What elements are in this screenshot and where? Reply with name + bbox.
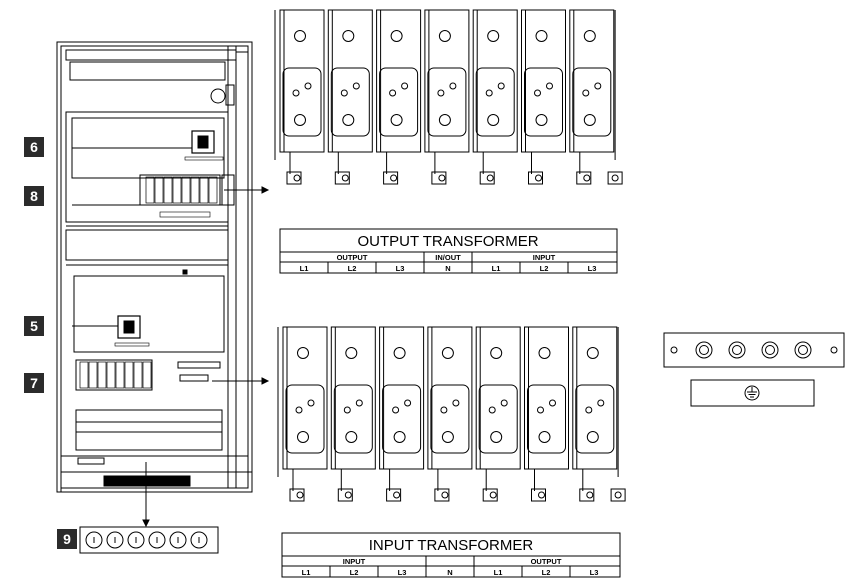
svg-text:8: 8 <box>30 188 38 204</box>
input-transformer-busbar <box>379 326 425 502</box>
terminal-label: L1 <box>300 264 309 273</box>
svg-text:6: 6 <box>30 139 38 155</box>
svg-text:5: 5 <box>30 318 38 334</box>
input-transformer-table: INPUT TRANSFORMER INPUT OUTPUT L1 L2 L3 … <box>281 532 621 578</box>
input-transformer-busbar <box>572 326 618 502</box>
output-transformer-busbar <box>279 9 325 185</box>
ground-label-box <box>690 379 815 407</box>
output-transformer-terminal-block <box>274 9 623 185</box>
output-transformer-busbar <box>327 9 373 185</box>
group-label: OUTPUT <box>531 557 562 566</box>
terminal-label: L1 <box>492 264 501 273</box>
callout-badge-8: 8 <box>24 186 44 206</box>
pointer-arrows <box>72 147 270 528</box>
output-transformer-title: OUTPUT TRANSFORMER <box>357 233 538 250</box>
output-transformer-busbar <box>569 9 615 185</box>
group-label: OUTPUT <box>337 253 368 262</box>
terminal-label: L1 <box>494 568 503 577</box>
terminal-label: L3 <box>396 264 405 273</box>
terminal-strip-9 <box>79 526 219 554</box>
callout-badge-6: 6 <box>24 137 44 157</box>
output-transformer-end-clip <box>607 171 623 185</box>
svg-text:9: 9 <box>63 531 71 547</box>
terminal-label: L2 <box>540 264 549 273</box>
input-transformer-busbar <box>282 326 328 502</box>
group-label: INPUT <box>533 253 556 262</box>
input-transformer-busbar <box>475 326 521 502</box>
input-transformer-title: INPUT TRANSFORMER <box>369 537 534 554</box>
terminal-label: L3 <box>398 568 407 577</box>
callout-badge-9: 9 <box>57 529 77 549</box>
svg-text:7: 7 <box>30 375 38 391</box>
terminal-label: N <box>445 264 450 273</box>
terminal-label: L2 <box>348 264 357 273</box>
terminal-label: N <box>447 568 452 577</box>
cabinet-terminal-detail <box>79 176 218 389</box>
input-transformer-end-clip <box>610 488 626 502</box>
terminal-label: L3 <box>588 264 597 273</box>
output-transformer-busbar <box>424 9 470 185</box>
group-label: INPUT <box>343 557 366 566</box>
output-transformer-table: OUTPUT TRANSFORMER OUTPUT IN/OUT INPUT L… <box>279 228 618 274</box>
output-transformer-busbar <box>472 9 518 185</box>
callout-badge-5: 5 <box>24 316 44 336</box>
ups-cabinet <box>56 41 253 493</box>
terminal-label: L3 <box>590 568 599 577</box>
output-transformer-busbar <box>376 9 422 185</box>
input-transformer-busbar <box>330 326 376 502</box>
input-transformer-terminal-block <box>277 326 626 502</box>
callout-badge-7: 7 <box>24 373 44 393</box>
ground-symbol-icon <box>744 385 760 401</box>
group-label: IN/OUT <box>435 253 461 262</box>
output-transformer-busbar <box>521 9 566 185</box>
terminal-label: L1 <box>302 568 311 577</box>
input-transformer-busbar <box>427 326 473 502</box>
input-transformer-busbar <box>524 326 569 502</box>
terminal-label: L2 <box>542 568 551 577</box>
terminal-label: L2 <box>350 568 359 577</box>
ground-busbar <box>663 332 845 368</box>
